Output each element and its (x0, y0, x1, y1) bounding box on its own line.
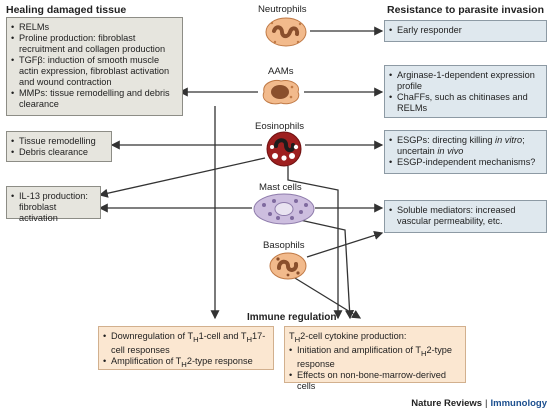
aam-macrophage-icon (262, 80, 300, 105)
list-item: Effects on non-bone-marrow-derived cells (289, 370, 460, 392)
list-item: ChaFFs, such as chitinases and RELMs (389, 92, 541, 114)
arrow-eosinophils-to-cytokine (287, 166, 343, 320)
journal-name: Nature Reviews (411, 398, 483, 409)
healing-box-remodelling: Tissue remodelling Debris clearance (6, 131, 112, 162)
list-item: ESGPs: directing killing in vitro; uncer… (389, 135, 541, 157)
list-item: TGFβ: induction of smooth muscle actin e… (11, 55, 177, 88)
resistance-header: Resistance to parasite invasion (387, 4, 544, 16)
list-item: Downregulation of TH1-cell and TH17-cell… (103, 331, 268, 356)
neutrophil-icon (265, 17, 307, 47)
resistance-box-early-responder: Early responder (384, 20, 547, 42)
list-item: ESGP-independent mechanisms? (389, 157, 541, 168)
mast-cell-icon (253, 193, 315, 225)
arrow-eosinophils-to-il13 (98, 157, 266, 198)
footer-separator: | (485, 398, 488, 409)
healing-header: Healing damaged tissue (6, 4, 127, 16)
list-item: Proline production: fibroblast recruitme… (11, 33, 177, 55)
list-item: Debris clearance (11, 147, 106, 158)
list-item: IL-13 production: fibroblast activation (11, 191, 95, 224)
footer-credit: Nature Reviews|Immunology (411, 398, 547, 409)
cell-label-neutrophils: Neutrophils (258, 4, 307, 15)
list-item: MMPs: tissue remodelling and debris clea… (11, 88, 177, 110)
list-item: Initiation and amplification of TH2-type… (289, 345, 460, 370)
cell-label-basophils: Basophils (263, 240, 305, 251)
list-item: Soluble mediators: increased vascular pe… (389, 205, 541, 227)
list-item: Early responder (389, 25, 541, 36)
arrow-basophils-to-soluble-mediators (306, 231, 384, 258)
healing-box-il13: IL-13 production: fibroblast activation (6, 186, 101, 223)
cell-label-mast-cells: Mast cells (259, 182, 302, 193)
list-item: Amplification of TH2-type response (103, 356, 268, 370)
journal-section: Immunology (490, 398, 547, 409)
resistance-box-esgps: ESGPs: directing killing in vitro; uncer… (384, 130, 547, 174)
immune-box-downregulation: Downregulation of TH1-cell and TH17-cell… (98, 326, 274, 370)
list-item: Tissue remodelling (11, 136, 106, 147)
cell-label-eosinophils: Eosinophils (255, 121, 305, 132)
eosinophil-icon (266, 131, 302, 167)
healing-box-relms: RELMs Proline production: fibroblast rec… (6, 17, 183, 116)
arrow-mast-cells-to-cytokine (299, 219, 355, 320)
arrow-basophils-to-cytokine (289, 274, 362, 319)
immune-box-cytokine-production: TH2-cell cytokine production: Initiation… (284, 326, 466, 391)
basophil-icon (269, 252, 307, 280)
cell-label-aams: AAMs (268, 66, 294, 77)
resistance-box-arginase: Arginase-1-dependent expression profile … (384, 65, 547, 118)
immune-regulation-title: Immune regulation (247, 312, 337, 323)
cytokine-lead: TH2-cell cytokine production: (289, 331, 407, 344)
list-item: Arginase-1-dependent expression profile (389, 70, 541, 92)
list-item: RELMs (11, 22, 177, 33)
resistance-box-soluble-mediators: Soluble mediators: increased vascular pe… (384, 200, 547, 233)
